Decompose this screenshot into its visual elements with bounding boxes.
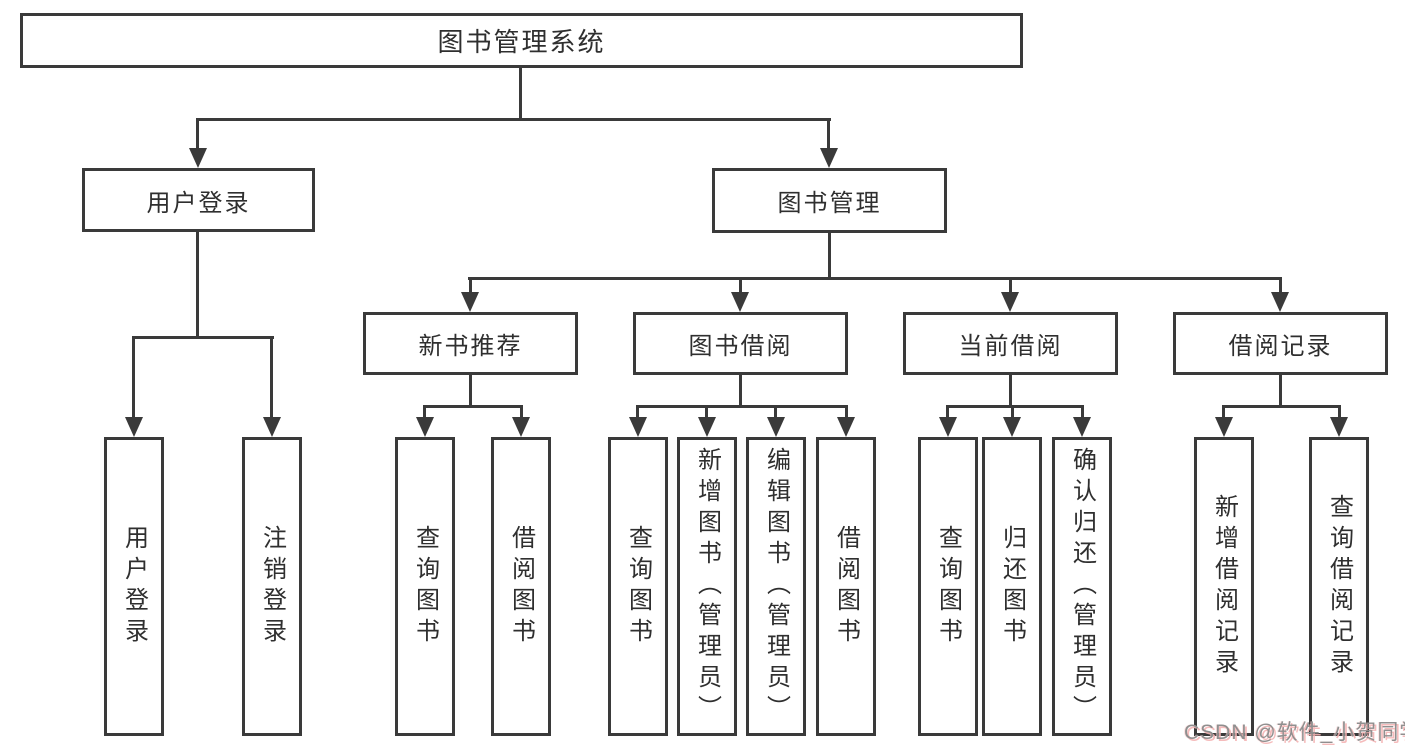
- leaf-query-books-recommend: 查询图书: [395, 437, 455, 736]
- leaf-query-borrow-record-label: 查询借阅记录: [1325, 493, 1353, 680]
- connector-line: [828, 233, 831, 280]
- node-book-borrow: 图书借阅: [633, 312, 848, 375]
- arrowhead-icon: [698, 417, 716, 437]
- arrowhead-icon: [1330, 417, 1348, 437]
- arrowhead-icon: [1271, 292, 1289, 312]
- connector-line: [1279, 277, 1282, 297]
- leaf-logout: 注销登录: [242, 437, 302, 736]
- connector-line: [132, 336, 274, 339]
- leaf-return-books: 归还图书: [982, 437, 1042, 736]
- arrowhead-icon: [1215, 417, 1233, 437]
- leaf-add-borrow-record-label: 新增借阅记录: [1210, 493, 1238, 680]
- arrowhead-icon: [189, 148, 207, 168]
- leaf-edit-books-admin-label: 编辑图书（管理员）: [762, 447, 790, 726]
- connector-line: [739, 277, 742, 297]
- arrowhead-icon: [416, 417, 434, 437]
- arrowhead-icon: [263, 417, 281, 437]
- connector-line: [468, 277, 1281, 280]
- node-current-borrow: 当前借阅: [903, 312, 1118, 375]
- node-book-management-label: 图书管理: [777, 190, 882, 217]
- connector-line: [423, 405, 523, 408]
- leaf-user-login-label: 用户登录: [120, 524, 148, 649]
- leaf-borrow-books: 借阅图书: [816, 437, 876, 736]
- node-book-borrow-label: 图书借阅: [688, 333, 793, 360]
- leaf-edit-books-admin: 编辑图书（管理员）: [746, 437, 806, 736]
- leaf-confirm-return-admin: 确认归还（管理员）: [1052, 437, 1112, 736]
- leaf-user-login: 用户登录: [104, 437, 164, 736]
- leaf-add-borrow-record: 新增借阅记录: [1194, 437, 1254, 736]
- arrowhead-icon: [629, 417, 647, 437]
- connector-line: [705, 405, 708, 422]
- connector-line: [636, 405, 848, 408]
- connector-line: [1081, 405, 1084, 422]
- leaf-add-books-admin: 新增图书（管理员）: [677, 437, 737, 736]
- leaf-query-books-borrow-label: 查询图书: [624, 524, 652, 649]
- node-new-book-recommend: 新书推荐: [363, 312, 578, 375]
- connector-line: [1222, 405, 1341, 408]
- watermark: CSDN @软件_小贺同学: [1184, 721, 1405, 744]
- connector-line: [1009, 277, 1012, 297]
- connector-line: [132, 336, 135, 422]
- connector-line: [1279, 375, 1282, 408]
- connector-line: [946, 405, 949, 422]
- node-current-borrow-label: 当前借阅: [958, 333, 1063, 360]
- connector-line: [196, 232, 199, 339]
- leaf-query-books-current: 查询图书: [918, 437, 978, 736]
- node-root: 图书管理系统: [20, 13, 1023, 68]
- leaf-confirm-return-admin-label: 确认归还（管理员）: [1068, 447, 1096, 726]
- arrowhead-icon: [125, 417, 143, 437]
- connector-line: [946, 405, 1084, 408]
- connector-line: [469, 375, 472, 408]
- leaf-return-books-label: 归还图书: [998, 524, 1026, 649]
- node-book-management: 图书管理: [712, 168, 947, 233]
- connector-line: [196, 118, 199, 154]
- node-user-login: 用户登录: [82, 168, 315, 232]
- connector-line: [827, 118, 830, 154]
- node-borrow-records-label: 借阅记录: [1228, 333, 1333, 360]
- connector-line: [774, 405, 777, 422]
- node-borrow-records: 借阅记录: [1173, 312, 1388, 375]
- node-user-login-label: 用户登录: [146, 189, 251, 217]
- arrowhead-icon: [939, 417, 957, 437]
- leaf-borrow-books-recommend-label: 借阅图书: [507, 524, 535, 649]
- arrowhead-icon: [461, 292, 479, 312]
- arrowhead-icon: [767, 417, 785, 437]
- connector-line: [739, 375, 742, 408]
- connector-line: [1222, 405, 1225, 422]
- connector-line: [423, 405, 426, 422]
- connector-line: [1338, 405, 1341, 422]
- leaf-query-books-borrow: 查询图书: [608, 437, 668, 736]
- connector-line: [1011, 405, 1014, 422]
- leaf-query-books-recommend-label: 查询图书: [411, 524, 439, 649]
- connector-line: [845, 405, 848, 422]
- connector-line: [469, 277, 472, 297]
- leaf-borrow-books-label: 借阅图书: [832, 524, 860, 649]
- node-new-book-recommend-label: 新书推荐: [418, 333, 523, 360]
- arrowhead-icon: [512, 417, 530, 437]
- connector-line: [270, 336, 273, 422]
- leaf-logout-label: 注销登录: [258, 524, 286, 649]
- node-root-label: 图书管理系统: [437, 27, 606, 57]
- connector-line: [196, 118, 831, 121]
- arrowhead-icon: [1073, 417, 1091, 437]
- leaf-add-books-admin-label: 新增图书（管理员）: [693, 447, 721, 726]
- connector-line: [1009, 375, 1012, 408]
- leaf-borrow-books-recommend: 借阅图书: [491, 437, 551, 736]
- arrowhead-icon: [1001, 292, 1019, 312]
- arrowhead-icon: [837, 417, 855, 437]
- leaf-query-books-current-label: 查询图书: [934, 524, 962, 649]
- connector-line: [520, 405, 523, 422]
- leaf-query-borrow-record: 查询借阅记录: [1309, 437, 1369, 736]
- connector-line: [636, 405, 639, 422]
- arrowhead-icon: [731, 292, 749, 312]
- arrowhead-icon: [820, 148, 838, 168]
- connector-line: [519, 68, 522, 121]
- arrowhead-icon: [1003, 417, 1021, 437]
